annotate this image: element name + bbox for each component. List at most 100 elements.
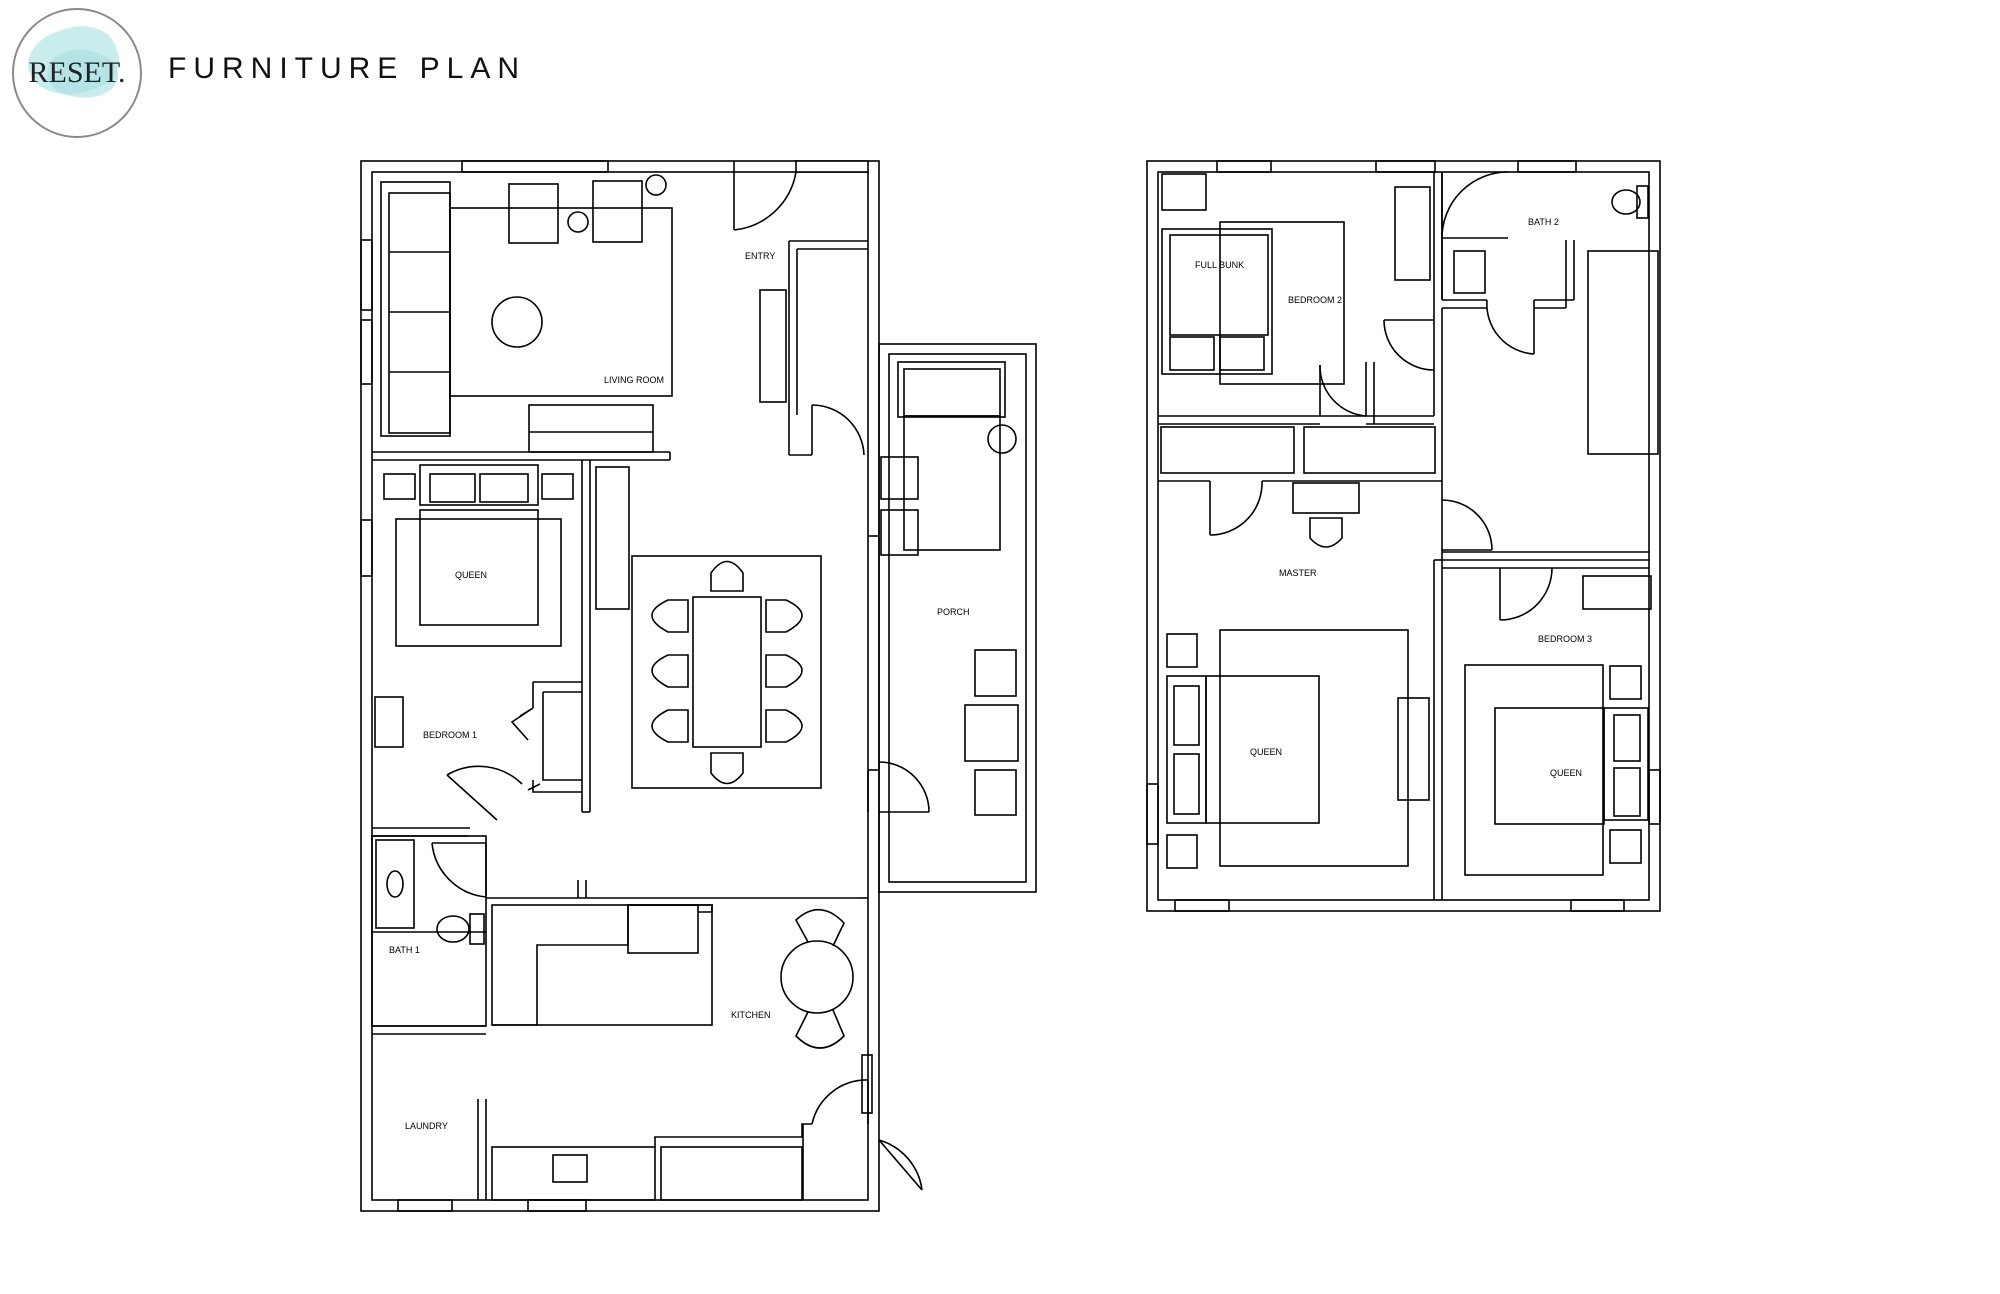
kitchen-table xyxy=(780,940,854,1014)
tub-drain xyxy=(386,870,404,898)
toilet xyxy=(1611,189,1641,215)
window xyxy=(1146,783,1159,845)
upper-inner-wall xyxy=(1157,171,1650,901)
kitchen-chair xyxy=(795,1009,845,1049)
living-rug xyxy=(449,207,673,397)
door-swing xyxy=(1499,567,1553,621)
dining-rug xyxy=(631,555,822,789)
rug xyxy=(1464,664,1604,876)
desk-chair xyxy=(1309,517,1343,548)
dining-chair xyxy=(710,560,744,592)
desk xyxy=(1292,482,1360,514)
dining-chair xyxy=(651,709,689,743)
closet-door xyxy=(527,783,541,791)
dining-chair xyxy=(765,709,803,743)
headboard xyxy=(1166,675,1207,824)
rug xyxy=(1219,629,1409,867)
opening xyxy=(795,160,869,173)
porch-side-table xyxy=(987,424,1017,454)
window xyxy=(1517,160,1577,173)
label-queen-bed-1: QUEEN xyxy=(455,570,487,580)
armchair xyxy=(592,180,643,243)
door-swing xyxy=(1383,319,1435,371)
nightstand xyxy=(1609,829,1642,864)
headboard xyxy=(1603,707,1649,821)
pillow xyxy=(1613,714,1641,762)
pillow xyxy=(1173,685,1200,746)
door-swing xyxy=(1319,364,1367,417)
coffee-table xyxy=(491,296,543,348)
door-swing xyxy=(878,1139,923,1191)
label-living-room: LIVING ROOM xyxy=(604,375,664,385)
dining-table xyxy=(692,596,762,748)
bunk-bed xyxy=(1161,228,1273,375)
sink xyxy=(552,1154,588,1183)
label-master: MASTER xyxy=(1279,568,1317,578)
sofa-back xyxy=(380,181,451,437)
logo-circle: RESET. xyxy=(12,8,142,138)
bunk-drawer xyxy=(1219,336,1265,371)
headboard xyxy=(419,464,539,506)
porch-chair xyxy=(880,509,919,556)
window xyxy=(1648,769,1661,825)
pillow xyxy=(479,473,529,503)
queen-bed-1 xyxy=(419,509,539,626)
dining-chair xyxy=(651,654,689,688)
toilet-tank xyxy=(1636,185,1649,219)
queen-bed-master xyxy=(1205,675,1320,824)
porch-chair xyxy=(880,456,919,500)
door-swing xyxy=(878,761,930,813)
label-laundry: LAUNDRY xyxy=(405,1121,448,1131)
kitchen-chair xyxy=(794,908,845,947)
kitchen-island xyxy=(627,904,699,954)
pillow xyxy=(429,473,476,503)
wardrobe xyxy=(1587,250,1659,455)
label-queen-master: QUEEN xyxy=(1250,747,1282,757)
upper-outer-wall xyxy=(1146,160,1661,912)
bunk-drawer xyxy=(1169,336,1215,371)
dining-chair xyxy=(651,599,689,633)
closet xyxy=(1303,426,1436,474)
dining-chair xyxy=(710,752,744,785)
door-swing xyxy=(431,842,487,898)
bunk-mattress xyxy=(1169,234,1269,336)
window xyxy=(1375,160,1436,173)
dresser xyxy=(374,696,404,748)
label-entry: ENTRY xyxy=(745,251,775,261)
porch-chair xyxy=(974,649,1017,697)
toilet-tank xyxy=(469,913,485,945)
door-swing xyxy=(1441,499,1493,551)
counter xyxy=(660,1146,803,1201)
window xyxy=(1216,160,1272,173)
door-swing xyxy=(811,1079,869,1125)
laundry-counter xyxy=(491,1146,656,1201)
window xyxy=(360,519,373,577)
door-swing xyxy=(446,765,523,785)
rug xyxy=(395,518,562,647)
toilet xyxy=(436,915,470,943)
window xyxy=(360,319,373,385)
counter-edge xyxy=(654,1123,812,1147)
ground-floor-plan xyxy=(360,160,1037,1212)
closet-door xyxy=(510,707,534,741)
window xyxy=(527,1199,587,1212)
ground-outer-wall xyxy=(360,160,880,1212)
label-bedroom-2: BEDROOM 2 xyxy=(1288,295,1342,305)
dresser xyxy=(1394,186,1431,281)
door-swing xyxy=(811,404,865,456)
bathtub xyxy=(375,839,415,929)
dresser xyxy=(1397,697,1430,801)
label-bedroom-3: BEDROOM 3 xyxy=(1538,634,1592,644)
porch-inner-wall xyxy=(888,353,1027,883)
nightstand xyxy=(1161,173,1207,211)
label-full-bunk: FULL BUNK xyxy=(1195,260,1244,270)
reset-logo: RESET. xyxy=(12,8,142,138)
kitchen-counter xyxy=(491,904,713,1026)
rug xyxy=(1219,221,1345,385)
sofa xyxy=(388,192,451,434)
nightstand xyxy=(383,473,416,500)
dining-chair xyxy=(765,654,803,688)
window xyxy=(360,239,373,311)
porch-sofa-seat xyxy=(903,415,1001,551)
